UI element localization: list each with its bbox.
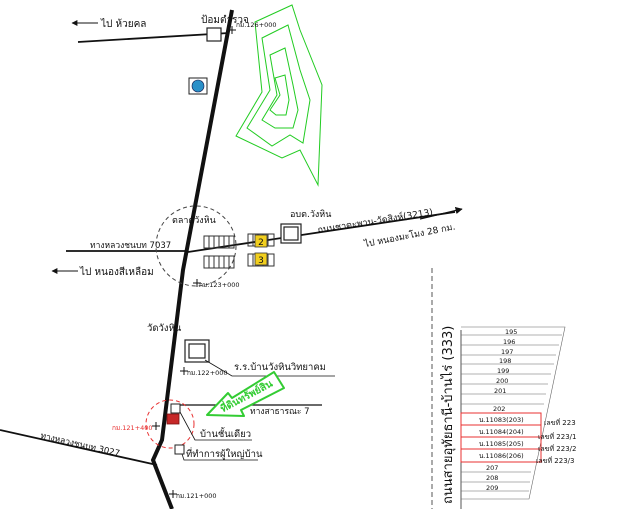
parcel-209: 209 xyxy=(486,484,498,492)
label-district-office: อบต.วังหิน xyxy=(290,209,331,220)
hill-contours xyxy=(235,4,323,187)
parcel-203: น.11083(203) xyxy=(479,416,524,424)
parcel-number-223-2: เลขที่ 223/2 xyxy=(538,444,576,453)
house-building xyxy=(170,403,181,414)
property-plot xyxy=(166,413,180,425)
parcel-lines xyxy=(461,326,566,500)
road-rural-3027 xyxy=(0,429,158,466)
label-rural-road-3027: ทางหลวงชนบท 3027 xyxy=(39,431,120,459)
market-area xyxy=(155,205,237,287)
house-pointer xyxy=(179,411,252,441)
label-village-office: ที่ทำการผู้ใหญ่บ้าน xyxy=(186,447,263,460)
parcel-number-223-1: เลขที่ 223/1 xyxy=(538,432,576,441)
crosswalk-upper xyxy=(203,233,275,249)
parcel-205: น.11085(205) xyxy=(479,440,524,448)
marker-3: 3 xyxy=(254,252,268,266)
police-box-building xyxy=(206,27,222,42)
parcel-204: น.11084(204) xyxy=(479,428,524,436)
label-km-122: กม.122+000 xyxy=(187,369,228,377)
label-to-huaikhon: ไป ห้วยคล xyxy=(100,18,146,30)
village-office-building xyxy=(174,444,185,455)
parcel-208: 208 xyxy=(486,474,498,482)
label-to-nongseuleuam: ไป หนองสีเหลือม xyxy=(79,266,154,278)
label-rural-road: ทางหลวงชนบท 7037 xyxy=(90,241,171,251)
label-school: ร.ร.บ้านวังหินวิทยาคม xyxy=(234,362,326,373)
road-to-huaikhon xyxy=(77,32,230,43)
label-police-box: ป้อมตำรวจ xyxy=(201,14,249,26)
parcel-199: 199 xyxy=(497,367,509,375)
marker-2: 2 xyxy=(254,234,268,248)
temple-building xyxy=(184,339,210,363)
label-km-121: กม.121+000 xyxy=(176,492,217,500)
parcel-195: 195 xyxy=(505,328,517,336)
parcel-number-223-3: เลขที่ 223/3 xyxy=(536,456,574,465)
parcel-196: 196 xyxy=(503,338,515,346)
svg-text:2: 2 xyxy=(258,238,264,248)
parcel-number-labels: เลขที่ 223 เลขที่ 223/1 เลขที่ 223/2 เลข… xyxy=(536,418,576,465)
parcel-202: 202 xyxy=(493,405,505,413)
parcel-highlight xyxy=(460,412,542,463)
main-highway xyxy=(150,9,234,509)
parcel-197: 197 xyxy=(501,348,513,356)
parcel-207: 207 xyxy=(486,464,498,472)
parcel-206: น.11086(206) xyxy=(479,452,524,460)
km-crosses xyxy=(152,26,236,498)
district-office-building xyxy=(280,223,302,244)
label-temple: วัดวังหิน xyxy=(147,323,182,334)
road-3213 xyxy=(187,211,456,253)
label-km-126: กม.126+000 xyxy=(236,21,277,29)
property-area xyxy=(145,399,195,449)
parcel-201: 201 xyxy=(494,387,506,395)
label-km-121-400: กม.121+400 xyxy=(112,424,153,432)
parcel-200: 200 xyxy=(496,377,508,385)
label-km-123: กม.123+000 xyxy=(199,281,240,289)
label-house: บ้านชั้นเดียว xyxy=(200,427,251,440)
school-pointer xyxy=(204,359,335,377)
parcel-198: 198 xyxy=(499,357,511,365)
label-highway-333: ถนนสายอุทัยธานี-บ้านไร่ (333) xyxy=(440,326,456,504)
water-tank-icon xyxy=(188,77,208,95)
parcel-number-223: เลขที่ 223 xyxy=(544,418,576,427)
road-3213-ext xyxy=(419,206,463,220)
village-office-pointer xyxy=(181,453,258,461)
parcel-labels: 195 196 197 198 199 200 201 202 น.11083(… xyxy=(479,328,524,492)
label-market: ตลาดวังหิน xyxy=(172,215,216,226)
label-side-road: ทางสาธารณะ 7 xyxy=(250,407,310,417)
svg-text:3: 3 xyxy=(258,256,264,266)
